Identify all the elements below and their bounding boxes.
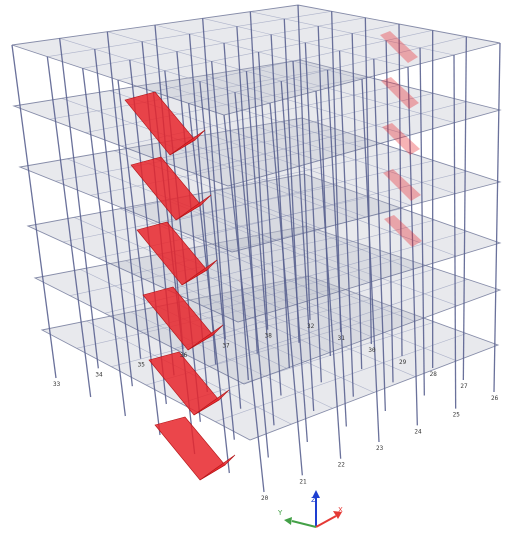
joint-label: 23 — [376, 445, 384, 452]
column-line — [11, 44, 57, 379]
joint-label: 32 — [307, 323, 315, 330]
joint-label: 25 — [453, 412, 461, 419]
stair-landing — [169, 129, 206, 156]
column-line — [364, 17, 372, 345]
grid-line — [209, 279, 468, 367]
joint-label: 27 — [460, 383, 468, 390]
joint-label: 34 — [95, 371, 103, 378]
grid-line — [202, 231, 468, 307]
column-line — [269, 102, 303, 476]
column-line — [331, 11, 342, 333]
joint-label: 28 — [430, 371, 438, 378]
grid-line — [55, 128, 336, 182]
floor-slabs — [11, 4, 502, 441]
column-line — [326, 69, 347, 427]
stair-flight-far — [381, 77, 419, 109]
column-line — [351, 33, 363, 370]
stair-landing — [199, 454, 236, 481]
column-line — [117, 79, 161, 436]
joint-label: 26 — [491, 395, 499, 402]
axis-x-icon — [315, 515, 337, 528]
column-line — [94, 49, 133, 387]
column-line — [453, 54, 457, 409]
column-line — [236, 26, 258, 354]
column-line — [385, 40, 394, 383]
column-line — [280, 81, 308, 443]
column-line — [361, 78, 380, 443]
axis-y-arrow-icon — [284, 517, 292, 525]
column-line — [245, 71, 275, 426]
column-line — [292, 60, 315, 412]
column-line — [46, 56, 92, 398]
joint-label: 30 — [368, 347, 376, 354]
joint-label: 38 — [265, 333, 273, 340]
column-line — [223, 114, 265, 493]
axis-x-label: X — [338, 506, 343, 514]
column-line — [338, 50, 354, 397]
column-line — [315, 90, 342, 459]
column-line — [462, 36, 467, 381]
joint-label: 33 — [53, 381, 61, 388]
joint-label: 24 — [414, 428, 422, 435]
stair-flight-far — [382, 123, 420, 155]
column-line — [373, 58, 386, 412]
column-line — [59, 38, 99, 369]
grid-line — [62, 185, 337, 243]
joint-label: 31 — [338, 335, 346, 342]
column-line — [223, 42, 249, 381]
axis-y-icon — [291, 520, 317, 528]
column-line — [202, 18, 226, 340]
column-line — [199, 81, 235, 440]
column-line — [297, 4, 311, 321]
joint-label: 37 — [222, 342, 230, 349]
column-line — [257, 51, 282, 396]
joint-label: 29 — [399, 359, 407, 366]
stair-flight-far — [380, 31, 418, 63]
column-line — [493, 42, 501, 393]
joint-label: 20 — [261, 495, 269, 502]
grid-line — [215, 333, 467, 422]
joint-label: 36 — [180, 352, 188, 359]
axis-y-label: Y — [277, 509, 283, 517]
joint-label: 35 — [138, 362, 146, 369]
stair-landing — [193, 389, 230, 416]
column-line — [283, 18, 300, 343]
column-line — [419, 47, 425, 396]
axis-z-label: Z — [311, 496, 316, 504]
stair-flights — [124, 31, 422, 481]
stair-landing — [181, 259, 218, 286]
column-line — [407, 66, 418, 426]
column-line — [234, 92, 269, 458]
joint-label: 22 — [338, 462, 346, 469]
grid-line — [174, 268, 436, 349]
column-line — [317, 26, 331, 357]
axis-triad: Z X Y — [277, 490, 343, 528]
stair-flight-far — [384, 215, 422, 247]
column-line — [270, 34, 290, 369]
column-line — [211, 61, 242, 409]
column-line — [304, 42, 322, 383]
grid-line — [49, 68, 334, 120]
column-line — [398, 23, 403, 357]
stair-landing — [175, 194, 212, 221]
column-line — [188, 33, 217, 365]
column-line — [106, 31, 142, 359]
stair-flight-far — [383, 169, 421, 201]
grid-line — [76, 287, 340, 349]
column-line — [82, 68, 126, 417]
axis-z-arrow-icon — [312, 490, 320, 498]
stair-landing — [187, 324, 224, 351]
joint-labels: 20 21 22 23 24 25 26 27 28 29 30 31 32 33 34 35 36 37 38 — [53, 323, 499, 502]
grid-line — [111, 298, 372, 367]
joint-label: 21 — [299, 478, 307, 485]
column-line — [249, 11, 269, 330]
axis-x-arrow-icon — [333, 511, 342, 519]
